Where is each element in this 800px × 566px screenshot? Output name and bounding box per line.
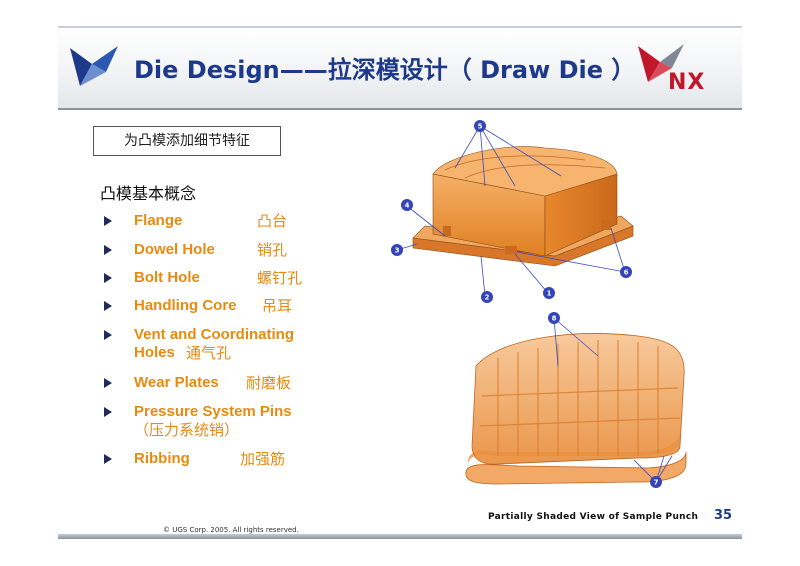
callout-label: 2 — [485, 294, 490, 302]
feature-en: Dowel Hole — [134, 241, 215, 258]
callout-label: 5 — [478, 123, 483, 131]
callout-2 — [481, 291, 493, 303]
bullet-icon — [104, 407, 112, 417]
feature-en: Pressure System Pins — [134, 403, 292, 420]
bullet-icon — [104, 273, 112, 283]
nx-logo-text: NX — [668, 70, 706, 95]
feature-en: Handling Core — [134, 297, 237, 314]
feature-cn: 通气孔 — [186, 344, 232, 362]
top-rule — [58, 26, 742, 28]
callout-label: 8 — [552, 315, 557, 323]
feature-en: Vent and Coordinating — [134, 326, 294, 343]
callout-label: 3 — [395, 247, 400, 255]
header-band — [58, 28, 742, 110]
callout-7 — [650, 476, 662, 488]
ugs-star-logo — [70, 46, 118, 86]
feature-cn: 耐磨板 — [246, 374, 292, 392]
feature-cn: （压力系统销） — [134, 421, 240, 439]
callout-8 — [548, 312, 560, 324]
feature-cn: 吊耳 — [262, 297, 293, 315]
copyright-text: © UGS Corp. 2005. All rights reserved. — [163, 526, 299, 534]
subtitle-box: 为凸模添加细节特征 — [93, 126, 281, 156]
callout-1 — [543, 287, 555, 299]
feature-cn: 加强筋 — [240, 450, 286, 468]
slide-title: Die Design——拉深模设计（ Draw Die ） — [134, 56, 636, 84]
callout-label: 4 — [405, 202, 410, 210]
bullet-icon — [104, 301, 112, 311]
bullet-icon — [104, 245, 112, 255]
bullet-icon — [104, 454, 112, 464]
figure-caption: Partially Shaded View of Sample Punch — [488, 512, 699, 522]
callout-6 — [620, 266, 632, 278]
callout-label: 1 — [547, 290, 552, 298]
feature-cn: 销孔 — [257, 241, 288, 259]
callout-3 — [391, 244, 403, 256]
feature-cn: 螺钉孔 — [257, 269, 303, 287]
feature-en: Wear Plates — [134, 374, 219, 391]
callout-5 — [474, 120, 486, 132]
callout-label: 6 — [624, 269, 629, 277]
feature-cn: 凸台 — [257, 212, 288, 230]
callout-label: 7 — [654, 479, 659, 487]
footer-rule — [58, 534, 742, 539]
bullet-icon — [104, 216, 112, 226]
punch-transparent-image: 8 7 — [465, 312, 687, 488]
page-number: 35 — [714, 508, 733, 523]
callout-4 — [401, 199, 413, 211]
bullet-icon — [104, 330, 112, 340]
feature-en: Bolt Hole — [134, 269, 200, 286]
punch-solid-image: 5 4 3 2 1 6 — [391, 120, 634, 303]
nx-logo — [638, 44, 684, 82]
feature-en-line2: Holes — [134, 344, 175, 361]
feature-en: Flange — [134, 212, 183, 229]
feature-en: Ribbing — [134, 450, 190, 467]
bullet-icon — [104, 378, 112, 388]
concept-heading: 凸模基本概念 — [100, 184, 197, 203]
